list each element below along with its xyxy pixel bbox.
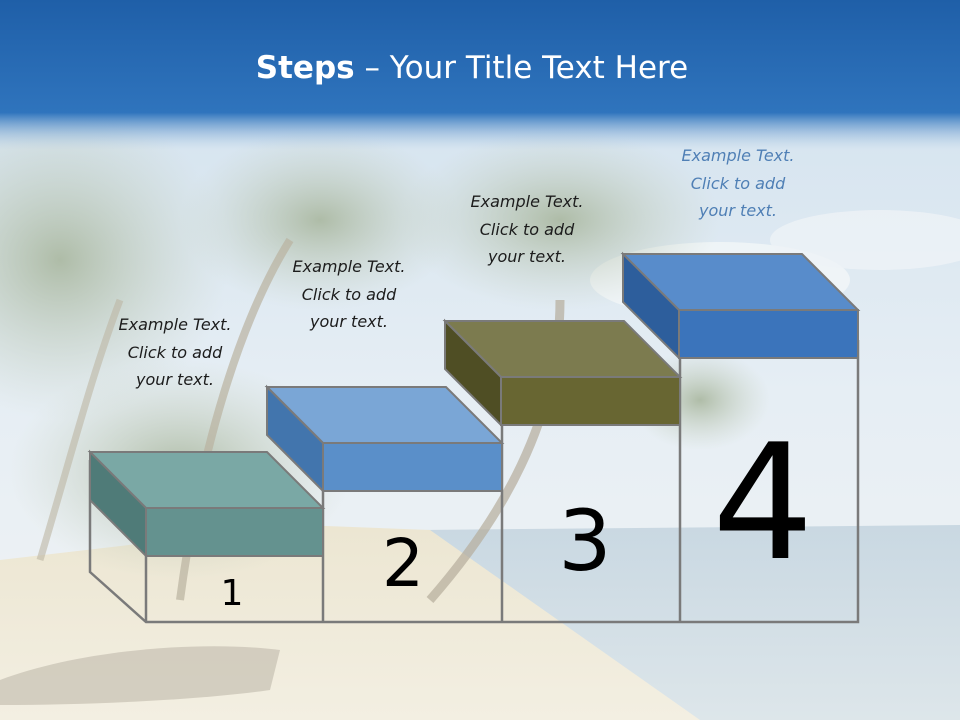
step-1-caption-line-3: your text. <box>135 370 214 389</box>
step-2-caption-line-1: Example Text. <box>292 257 406 276</box>
step-2-block[interactable] <box>264 384 505 494</box>
step-4-caption-line-1: Example Text. <box>681 146 795 165</box>
step-4-caption[interactable]: Example Text. Click to add your text. <box>643 142 833 225</box>
step-1-caption-line-1: Example Text. <box>118 315 232 334</box>
step-3-number: 3 <box>558 492 611 590</box>
step-4-caption-line-3: your text. <box>698 201 777 220</box>
step-1-number: 1 <box>221 573 244 614</box>
step-1-block[interactable] <box>87 449 326 559</box>
step-1-caption[interactable]: Example Text. Click to add your text. <box>80 311 270 394</box>
step-3-caption[interactable]: Example Text. Click to add your text. <box>432 188 622 271</box>
step-1-caption-line-2: Click to add <box>127 342 223 362</box>
step-2-number: 2 <box>382 525 424 602</box>
slide-title-bold: Steps <box>255 50 355 86</box>
slide-title-rest: – Your Title Text Here <box>354 50 689 86</box>
step-4-caption-line-2: Click to add <box>690 173 786 193</box>
step-3-caption-line-1: Example Text. <box>470 192 584 211</box>
step-3-caption-line-2: Click to add <box>479 219 575 239</box>
step-2-caption-line-2: Click to add <box>301 284 397 304</box>
step-4-block[interactable] <box>620 251 861 361</box>
step-3-block[interactable] <box>442 318 683 428</box>
step-1-front-face <box>145 507 324 557</box>
step-3-front-face <box>500 376 681 426</box>
step-4-number: 4 <box>712 409 814 596</box>
step-2-caption[interactable]: Example Text. Click to add your text. <box>254 253 444 336</box>
slide-title[interactable]: Steps – Your Title Text Here <box>0 50 944 86</box>
step-2-front-face <box>322 442 503 492</box>
step-2-caption-line-3: your text. <box>309 312 388 331</box>
step-3-caption-line-3: your text. <box>487 247 566 266</box>
step-4-front-face <box>678 309 859 359</box>
